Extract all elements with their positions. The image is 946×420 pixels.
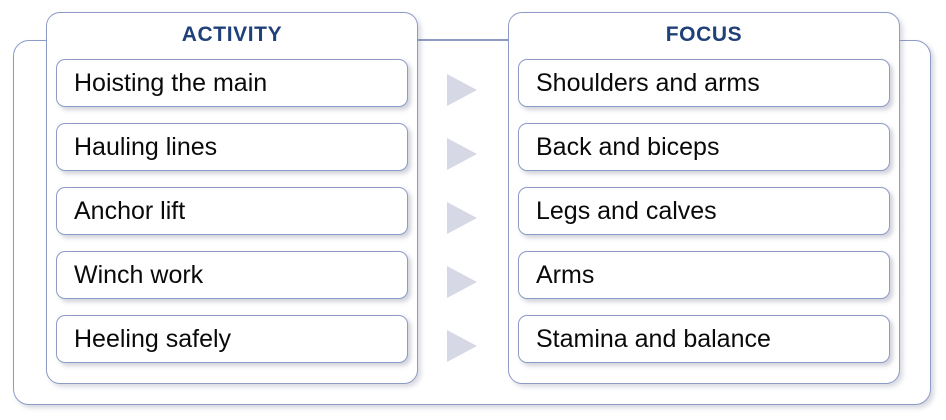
activity-item[interactable]: Hauling lines [56, 123, 408, 171]
activity-item-label: Hoisting the main [74, 68, 268, 97]
focus-item-label: Arms [536, 260, 595, 289]
focus-item[interactable]: Back and biceps [518, 123, 890, 171]
focus-item[interactable]: Stamina and balance [518, 315, 890, 363]
right-triangle-arrow-icon [447, 138, 477, 170]
focus-item-label: Legs and calves [536, 196, 717, 225]
column-focus: FOCUS Shoulders and arms Back and biceps… [508, 12, 900, 384]
panel-connector [417, 39, 509, 41]
column-activity: ACTIVITY Hoisting the main Hauling lines… [46, 12, 418, 384]
column-focus-title: FOCUS [665, 23, 743, 46]
focus-item[interactable]: Shoulders and arms [518, 59, 890, 107]
activity-item[interactable]: Heeling safely [56, 315, 408, 363]
right-triangle-arrow-icon [447, 266, 477, 298]
activity-item[interactable]: Winch work [56, 251, 408, 299]
activity-item[interactable]: Hoisting the main [56, 59, 408, 107]
column-activity-title: ACTIVITY [181, 23, 283, 46]
activity-item-label: Anchor lift [74, 196, 186, 225]
right-triangle-arrow-icon [447, 74, 477, 106]
activity-item-label: Winch work [74, 260, 204, 289]
focus-pill-list: Shoulders and arms Back and biceps Legs … [509, 59, 899, 363]
focus-item-label: Stamina and balance [536, 324, 771, 353]
activity-pill-list: Hoisting the main Hauling lines Anchor l… [47, 59, 417, 363]
activity-item[interactable]: Anchor lift [56, 187, 408, 235]
right-triangle-arrow-icon [447, 330, 477, 362]
right-triangle-arrow-icon [447, 202, 477, 234]
focus-item[interactable]: Legs and calves [518, 187, 890, 235]
focus-item[interactable]: Arms [518, 251, 890, 299]
activity-item-label: Heeling safely [74, 324, 232, 353]
focus-item-label: Shoulders and arms [536, 68, 760, 97]
arrow-column [447, 58, 507, 378]
focus-item-label: Back and biceps [536, 132, 720, 161]
activity-item-label: Hauling lines [74, 132, 218, 161]
